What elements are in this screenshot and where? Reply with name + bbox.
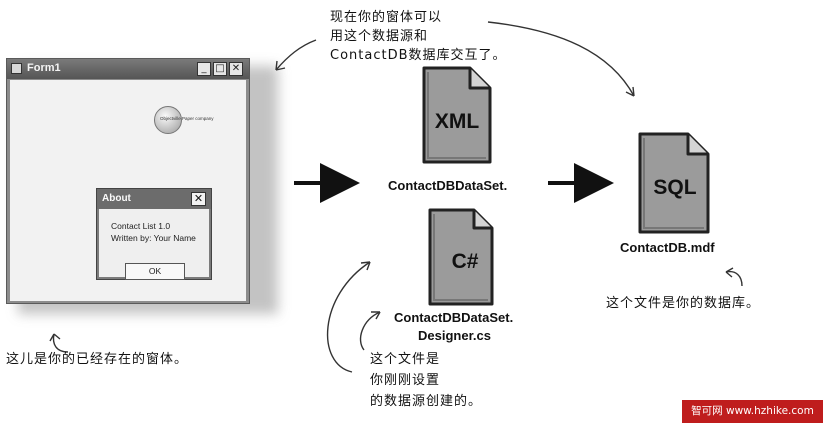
db-caption-arrow [725,270,743,287]
about-author-text: Written by: Your Name [111,233,196,243]
maximize-button[interactable]: □ [213,62,227,76]
annotation-top-line1: 现在你的窗体可以 [330,10,443,25]
form-caption-arrow [52,333,69,353]
minimize-button[interactable]: _ [197,62,211,76]
annotation-db-caption: 这个文件是你的数据库。 [606,296,761,311]
sql-file-icon [638,132,710,234]
xml-file-icon [422,66,492,164]
top-note-to-form-arrow [275,39,317,71]
annotation-form-caption: 这儿是你的已经存在的窗体。 [6,352,189,367]
annotation-top-line3: ContactDB数据库交互了。 [330,48,507,63]
company-logo-icon [154,106,182,134]
cs-file-name-line1: ContactDBDataSet. [394,310,514,325]
about-titlebar: About ✕ [97,189,211,209]
site-watermark: 智可网 www.hzhike.com [682,400,823,423]
form1-titlebar[interactable]: Form1 _ □ ✕ [7,59,249,79]
about-title: About [102,193,131,204]
sql-icon-label: SQL [653,176,697,199]
cs-icon-label: C# [451,250,479,273]
about-dialog: About ✕ Contact List 1.0 Written by: You… [96,188,212,280]
annotation-designer-line3: 的数据源创建的。 [370,394,483,409]
about-close-button[interactable]: ✕ [191,192,206,206]
xml-file-name: ContactDBDataSet. [388,178,508,193]
about-body: Contact List 1.0 Written by: Your Name O… [99,209,209,280]
annotation-designer-line1: 这个文件是 [370,352,441,367]
designer-note-to-cs-arrow [359,311,381,351]
company-logo-text: Objectville Paper company [160,116,214,121]
about-ok-button[interactable]: OK [125,263,185,280]
designer-note-to-xml-arrow [326,261,371,373]
close-button[interactable]: ✕ [229,62,243,76]
top-note-to-db-arrow [487,21,635,97]
sql-file-name: ContactDB.mdf [620,240,715,255]
form1-title: Form1 [27,62,61,74]
about-version-text: Contact List 1.0 [111,221,171,231]
cs-file-icon [428,208,494,306]
annotation-top-line2: 用这个数据源和 [330,29,429,44]
form1-app-icon [11,63,22,74]
xml-icon-label: XML [434,110,480,133]
cs-file-name-line2: Designer.cs [418,328,491,343]
annotation-designer-line2: 你刚刚设置 [370,373,441,388]
